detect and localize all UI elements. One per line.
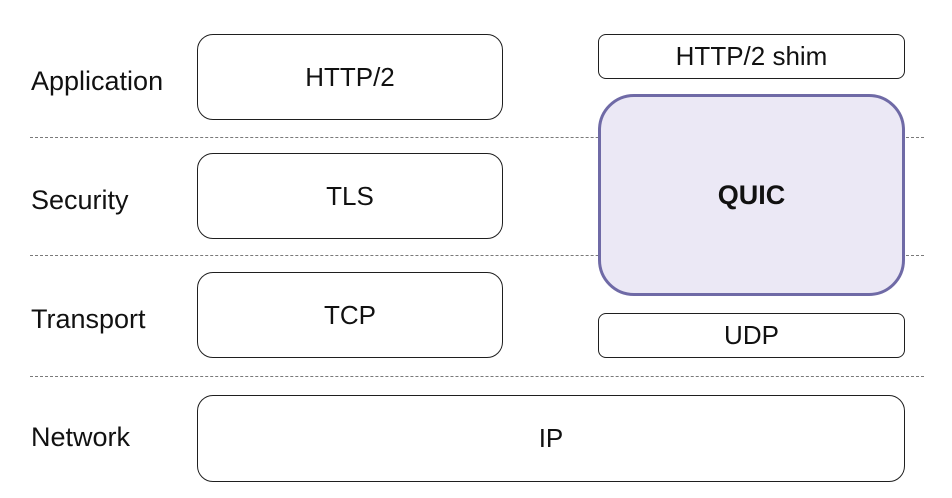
divider-security-transport bbox=[30, 255, 924, 256]
tcp-box: TCP bbox=[197, 272, 503, 358]
layer-label-application: Application bbox=[31, 66, 164, 96]
quic-box: QUIC bbox=[598, 94, 905, 296]
udp-box: UDP bbox=[598, 313, 905, 358]
layer-label-transport: Transport bbox=[31, 304, 146, 334]
tls-box: TLS bbox=[197, 153, 503, 239]
layer-label-security: Security bbox=[31, 185, 129, 215]
divider-application-security bbox=[30, 137, 924, 138]
http2-box: HTTP/2 bbox=[197, 34, 503, 120]
divider-transport-network bbox=[30, 376, 924, 377]
ip-box: IP bbox=[197, 395, 905, 482]
layer-label-network: Network bbox=[31, 422, 131, 452]
http2-shim-box: HTTP/2 shim bbox=[598, 34, 905, 79]
